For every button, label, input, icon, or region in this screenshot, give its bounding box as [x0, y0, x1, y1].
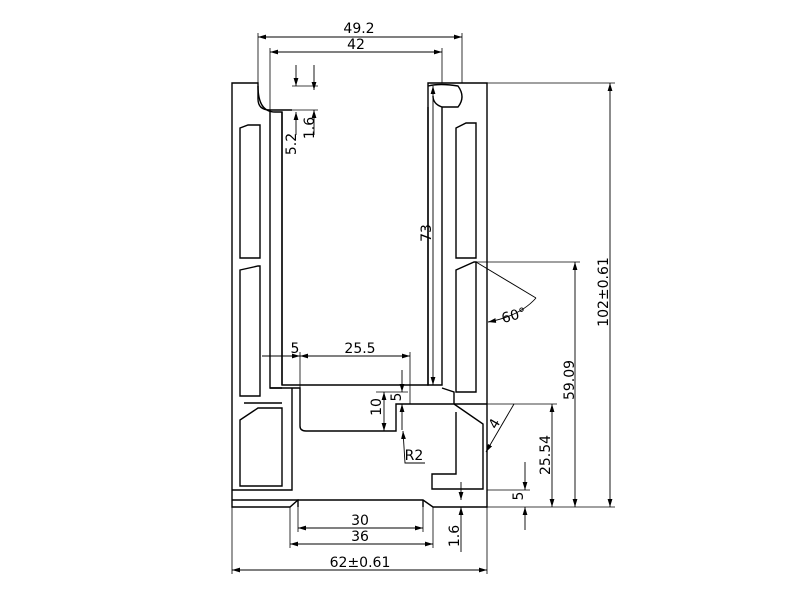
dim-step-depth-10: 10 [369, 398, 385, 416]
dim-groove-bottom-width: 36 [351, 529, 369, 545]
dim-inner-top-width: 49.2 [343, 21, 374, 37]
left-pocket-3 [239, 407, 283, 487]
dim-groove-top-width: 30 [351, 513, 369, 529]
dim-slot-width: 42 [347, 37, 365, 53]
profile-outline [231, 82, 488, 508]
dim-fillet: R2 [405, 448, 424, 464]
top-right-notch [427, 83, 463, 108]
right-pocket-2 [455, 261, 477, 393]
dim-inner-height: 73 [419, 224, 435, 242]
lower-left [232, 388, 293, 491]
dim-chamfer: 4 [486, 416, 504, 432]
left-pocket-1 [239, 124, 261, 259]
right-shoulder [441, 387, 487, 405]
dim-base-thickness: 1.6 [447, 525, 463, 547]
dim-step-height: 59.09 [562, 360, 578, 400]
dim-overall-width: 62±0.61 [330, 555, 391, 571]
dim-base-offset: 5 [511, 492, 527, 501]
dim-lower-height: 25.54 [538, 435, 554, 475]
dim-angle: 60° [500, 305, 528, 327]
dim-slot-offset: 5.2 [284, 133, 300, 155]
dim-wall-thickness-top: 1.6 [302, 117, 318, 139]
dimension-labels: 49.2 42 5.2 1.6 73 60° 102±0.61 59.09 5 … [284, 21, 612, 571]
left-pocket-2 [239, 265, 261, 397]
left-floor-web [270, 387, 484, 490]
right-pocket-1 [455, 122, 477, 259]
dim-step-depth-5: 5 [389, 393, 405, 402]
dim-overall-height: 102±0.61 [596, 257, 612, 327]
dim-floor-width: 25.5 [344, 341, 375, 357]
dim-left-offset: 5 [291, 341, 300, 357]
dimension-lines [231, 33, 615, 574]
base-groove [232, 499, 424, 507]
